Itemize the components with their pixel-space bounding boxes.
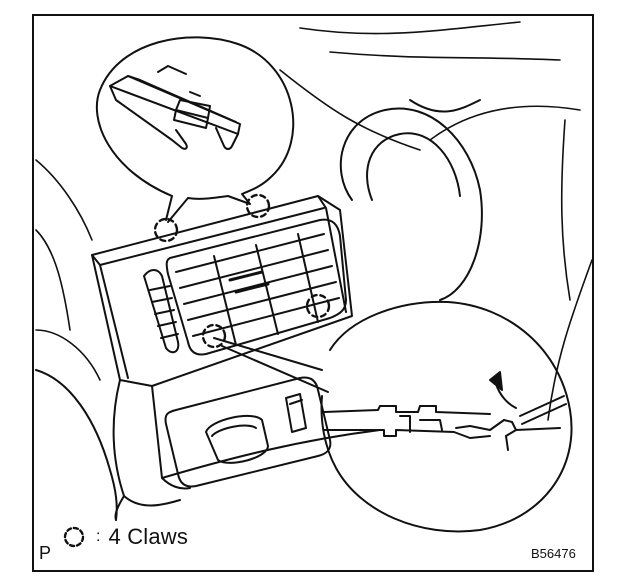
lower-callout [213, 300, 573, 533]
legend-label: 4 Claws [108, 524, 189, 549]
dashed-circle-icon [62, 523, 90, 551]
legend-colon: : [96, 528, 101, 545]
claw-marker-top-left [153, 217, 179, 243]
legend-dashed-circle-icon [63, 526, 85, 548]
legend: : 4 Claws [62, 522, 188, 552]
lower-dash [35, 369, 381, 521]
page-letter: P [39, 543, 52, 563]
lower-claw-detail [323, 371, 567, 451]
gauge-cluster [339, 99, 483, 301]
upper-claw-detail [109, 65, 241, 150]
switch-panel [164, 376, 332, 488]
claw-marker-top-right [245, 193, 271, 219]
vent-grille [165, 218, 347, 356]
dashboard-contours [35, 21, 593, 421]
claw-marker-lower-right [305, 293, 331, 319]
claw-markers [153, 193, 331, 349]
adjuster-wheel [143, 269, 180, 354]
upper-callout [95, 36, 295, 223]
claw-marker-lower-left [201, 323, 227, 349]
figure-id: B56476 [531, 546, 576, 561]
